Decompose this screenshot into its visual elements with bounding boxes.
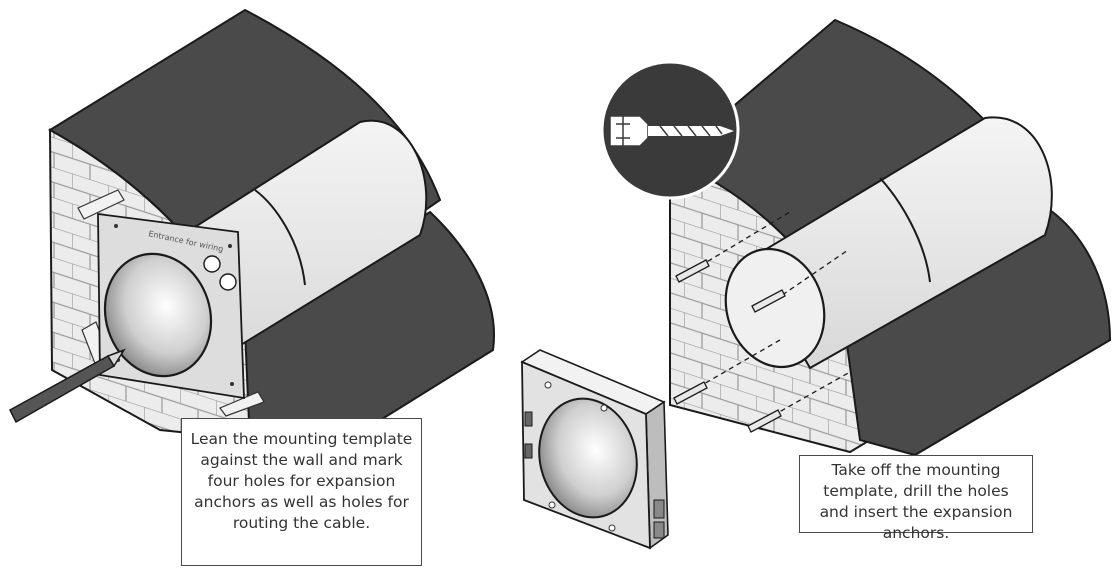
- frame-connector: [524, 443, 533, 459]
- frame-connector: [524, 411, 533, 427]
- template-hole: [203, 255, 221, 273]
- drill-bit-icon: [600, 60, 740, 200]
- mounting-frame: [520, 349, 669, 550]
- template-screw-mark: [230, 382, 234, 386]
- frame-opening: [538, 397, 638, 519]
- expansion-anchor: [747, 409, 782, 433]
- expansion-anchor: [673, 381, 708, 405]
- frame-port: [653, 499, 665, 519]
- template-screw-mark: [228, 244, 232, 248]
- right-duct-opening: [724, 247, 826, 369]
- template-screw-mark: [114, 224, 118, 228]
- left-lower-block: [243, 210, 495, 472]
- left-duct-opening: [103, 252, 213, 378]
- caption-right: Take off the mounting template, drill th…: [799, 455, 1033, 542]
- right-wall-scene: [600, 18, 1112, 457]
- tape-strip: [219, 391, 265, 417]
- tape-strip: [77, 189, 125, 220]
- expansion-anchor: [675, 259, 710, 283]
- pencil-icon: [9, 348, 126, 424]
- caption-left: Lean the mounting template against the w…: [181, 418, 422, 566]
- right-lower-block: [843, 208, 1112, 457]
- left-wall-scene: Entrance for wiring: [9, 8, 495, 472]
- template-hole: [219, 273, 237, 291]
- frame-port: [653, 521, 665, 539]
- expansion-anchor: [751, 289, 786, 313]
